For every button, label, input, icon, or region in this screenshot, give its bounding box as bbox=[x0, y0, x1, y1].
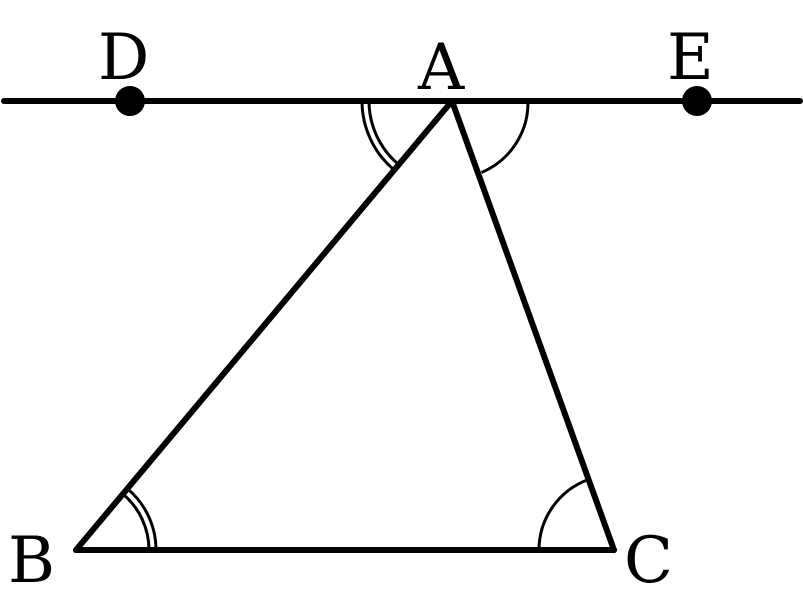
angle-mark-c bbox=[537, 478, 590, 551]
segment-ab bbox=[73, 98, 455, 553]
point-label-d: D bbox=[98, 21, 149, 95]
point-label-c: C bbox=[624, 524, 673, 598]
point-label-e: E bbox=[667, 21, 714, 95]
point-label-a: A bbox=[417, 31, 465, 105]
angle-mark-a-right bbox=[480, 100, 530, 174]
point-d-dot bbox=[115, 86, 145, 116]
angle-mark-a-left bbox=[360, 100, 400, 172]
point-label-b: B bbox=[8, 524, 55, 598]
segment-ac bbox=[449, 98, 617, 553]
point-e-dot bbox=[682, 86, 712, 116]
angle-mark-b bbox=[121, 487, 158, 551]
